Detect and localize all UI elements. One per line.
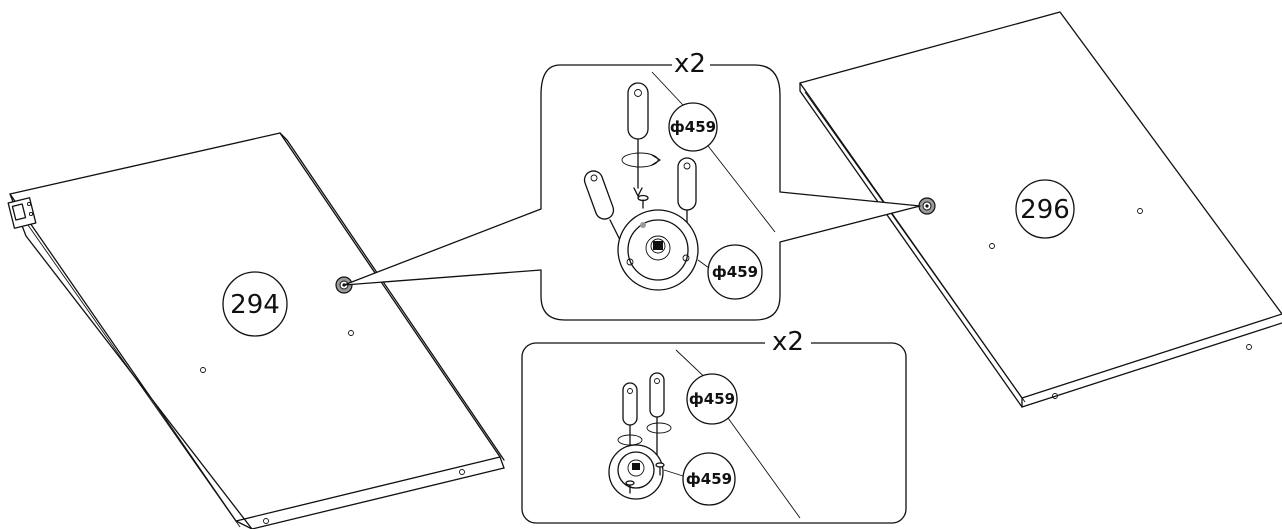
rotation-arrow-icon (646, 422, 672, 434)
hinge-cup-icon (617, 209, 699, 291)
hole (1052, 393, 1058, 399)
top-callout: x2 (343, 49, 921, 321)
part-code-circle (707, 244, 763, 300)
part-code-circle (682, 452, 736, 506)
hole (1246, 344, 1252, 350)
hole (989, 243, 995, 249)
part-label-circle (222, 271, 288, 337)
left-panel: 294 (7, 132, 505, 529)
part-code-top-lower: ф459 (712, 263, 758, 281)
hinge-cup-hardware (918, 197, 936, 215)
hole (263, 518, 269, 524)
hole (200, 367, 206, 373)
hinge-cup-icon (608, 444, 665, 500)
rotation-arrow-icon (621, 152, 659, 168)
hole (1137, 208, 1143, 214)
screwdriver-icon (627, 82, 649, 197)
right-panel: 296 (799, 11, 1282, 408)
rotation-arrow-icon (617, 434, 643, 446)
bottom-callout: x2 ф459 ф459 (521, 327, 907, 524)
hole (348, 330, 354, 336)
screw-icon (637, 194, 649, 209)
hole (459, 469, 465, 475)
hinge-bracket (7, 197, 37, 229)
multiplier-x2-top: x2 (674, 49, 706, 79)
multiplier-x2-bottom: x2 (772, 327, 804, 357)
part-code-circle (686, 373, 738, 425)
part-number-294: 294 (230, 290, 280, 320)
part-number-296: 296 (1020, 195, 1070, 225)
part-code-bottom-lower: ф459 (686, 470, 732, 488)
part-code-circle (668, 102, 718, 152)
part-label-circle (1015, 179, 1075, 239)
screwdriver-icon (649, 372, 665, 456)
part-code-bottom-upper: ф459 (689, 390, 735, 408)
part-code-top-upper: ф459 (670, 118, 716, 136)
